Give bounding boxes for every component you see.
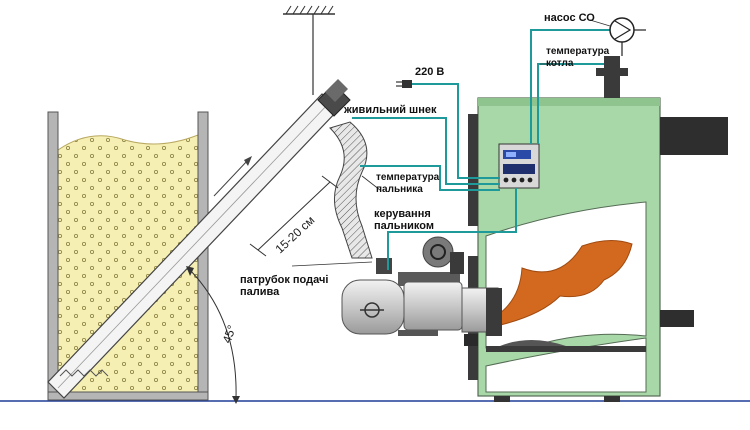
boiler-temp-line1: температура — [546, 46, 610, 57]
burner-control-line2: пальником — [374, 220, 434, 232]
flame — [495, 240, 633, 327]
distance-label: 15-20 см — [272, 213, 317, 256]
feed-screw-label: живильний шнек — [344, 104, 437, 116]
fuel-pipe-label: патрубок подачі палива — [240, 274, 328, 298]
boiler-temp-label: температура котла — [546, 46, 609, 70]
angle-marker — [186, 266, 240, 404]
burner-temp-line2: пальника — [376, 184, 423, 195]
voltage-label: 220 В — [415, 66, 445, 78]
flow-arrow — [213, 156, 252, 197]
fuel-pipe-line1: патрубок подачі — [240, 274, 329, 286]
burner-control-line1: керування — [374, 208, 431, 220]
burner-temp-line1: температура — [376, 172, 440, 183]
burner-temp-label: температура пальника — [376, 172, 439, 196]
circulation-pump — [609, 17, 646, 56]
burner-control-label: керування пальником — [374, 208, 434, 232]
ceiling-mount — [283, 5, 335, 95]
burner — [341, 236, 502, 346]
power-plug — [396, 80, 412, 88]
leaders — [291, 19, 611, 267]
angle-label: 45° — [220, 323, 239, 345]
distance-dimension — [249, 175, 339, 257]
fuel-pipe-line2: палива — [240, 286, 280, 298]
pellet-hopper — [47, 111, 209, 401]
feed-screw-tube — [47, 79, 351, 399]
controller — [498, 143, 540, 189]
wiring — [352, 29, 612, 270]
boiler — [468, 56, 728, 402]
boiler-temp-line2: котла — [546, 58, 574, 69]
pump-label: насос СО — [544, 12, 595, 24]
fuel-hose — [329, 121, 373, 259]
